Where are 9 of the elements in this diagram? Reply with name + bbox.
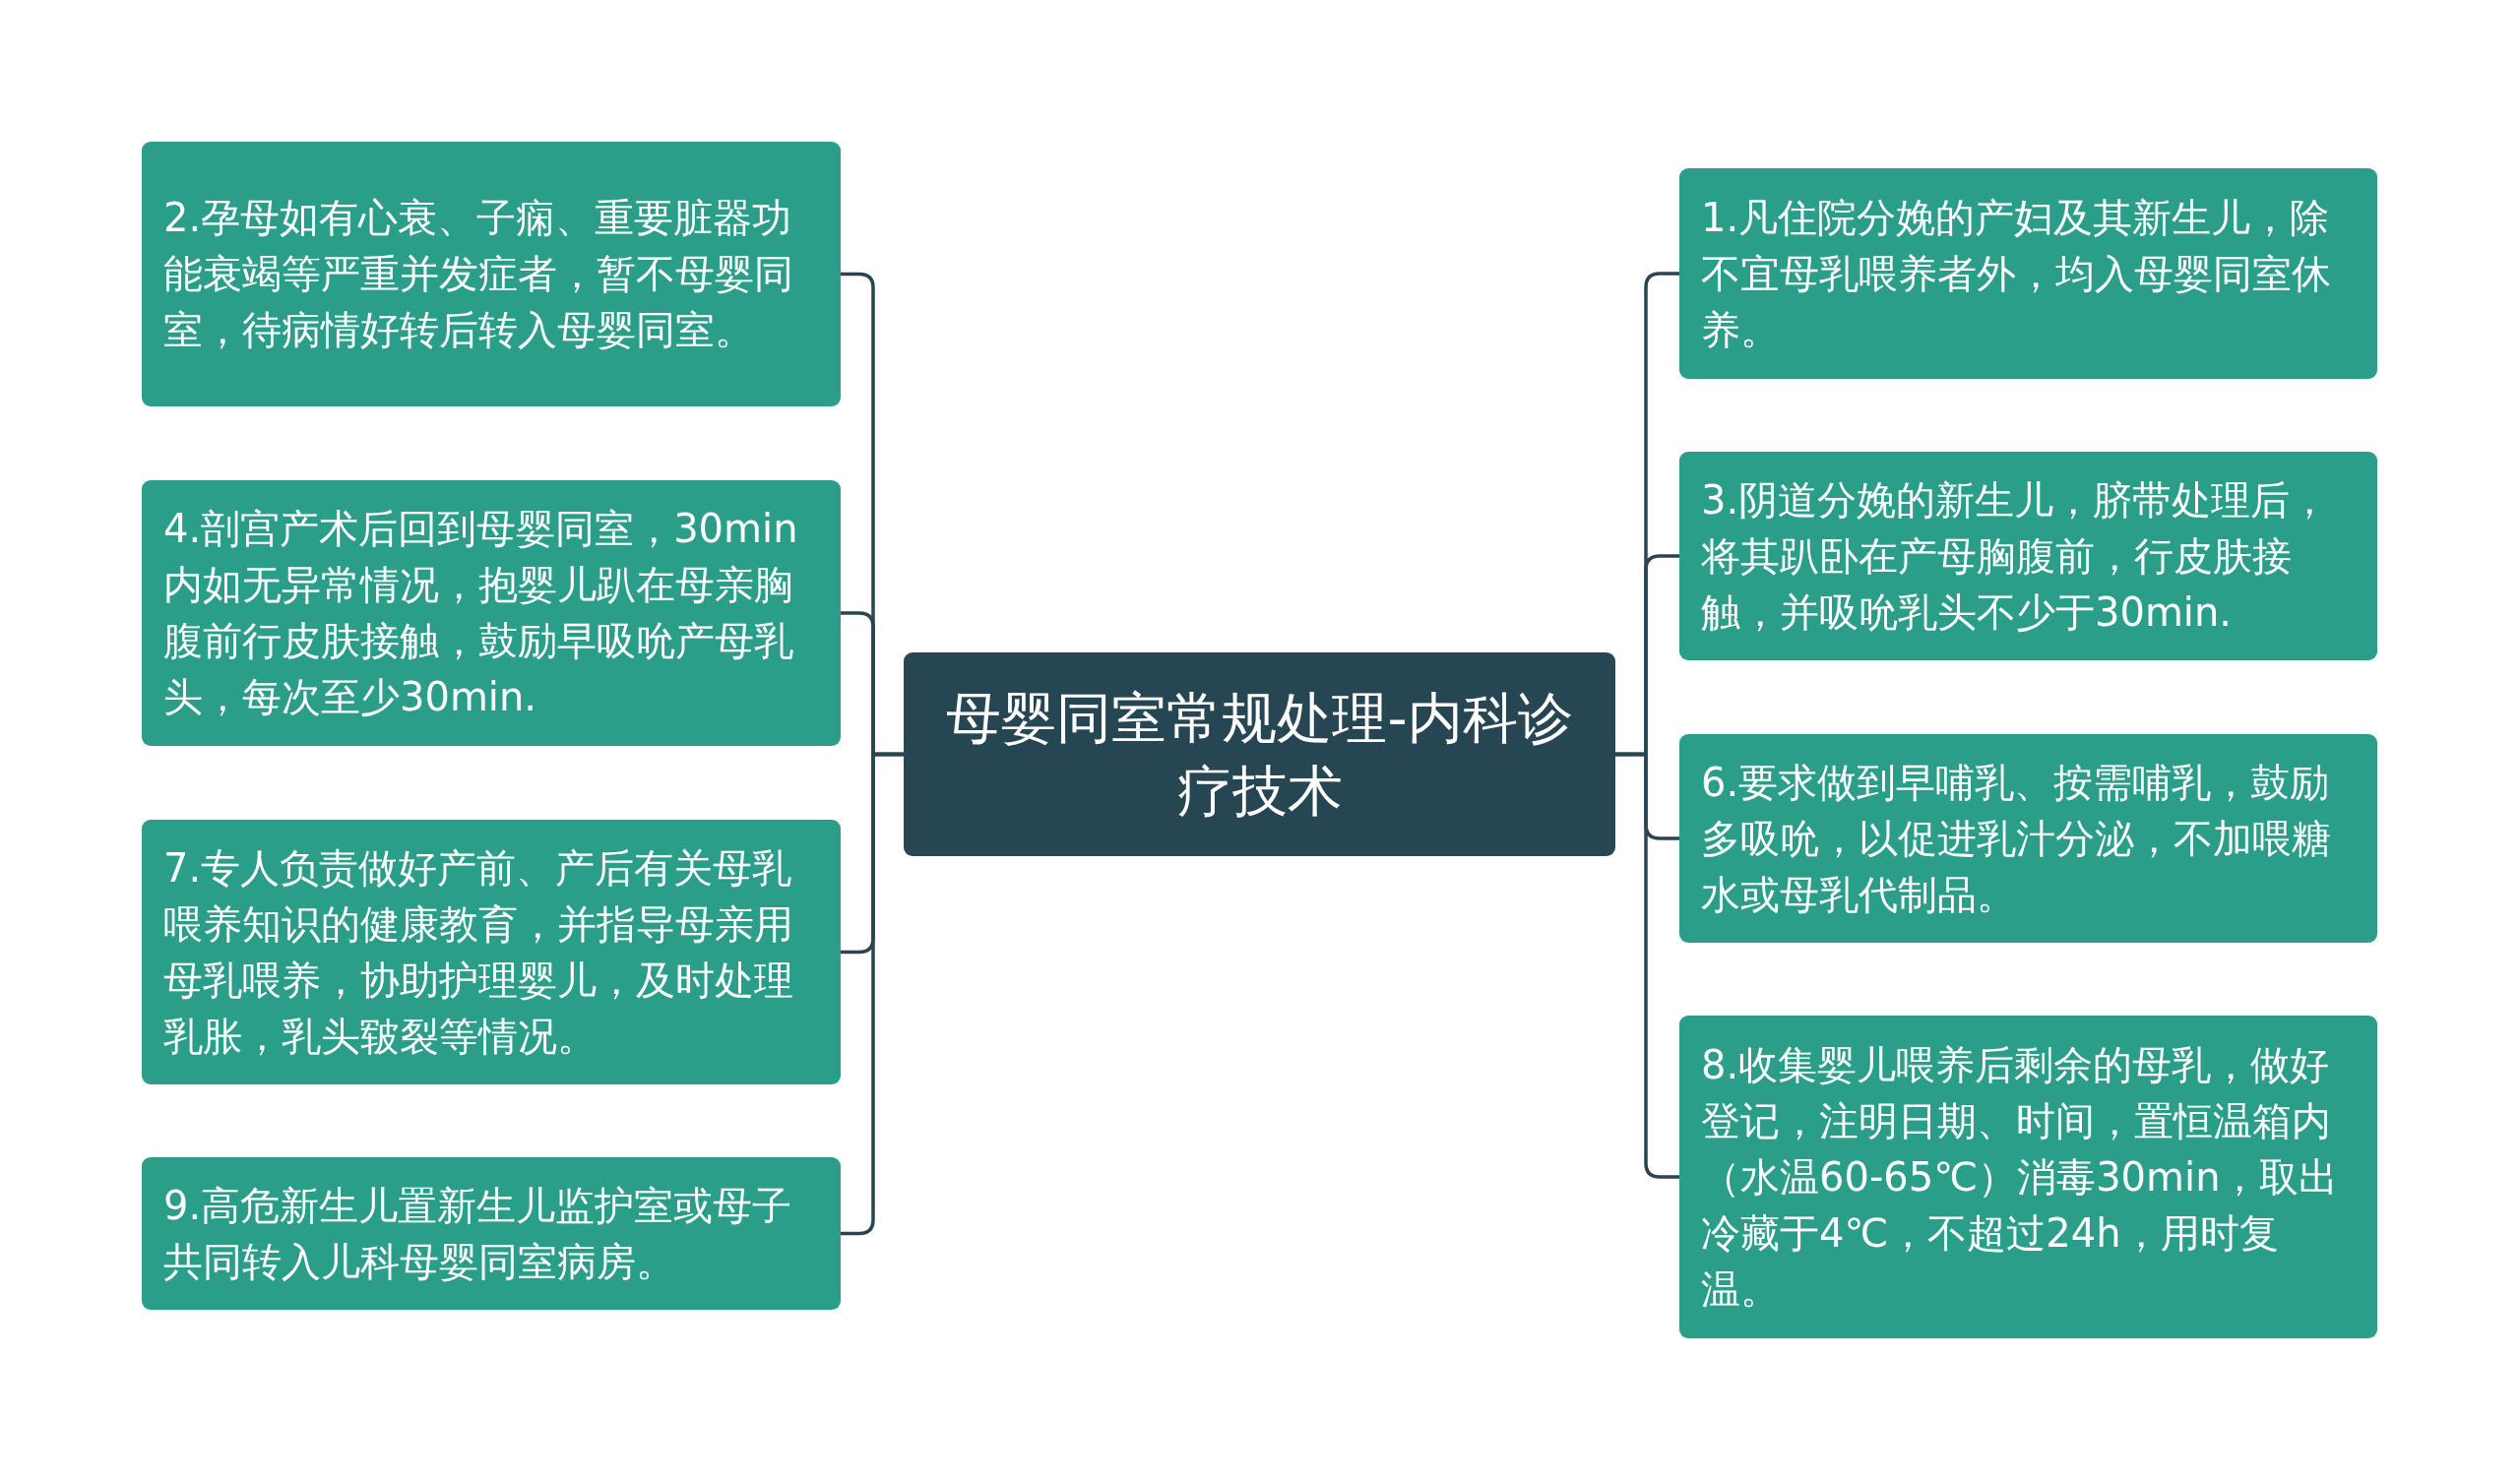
note-box: 3.阴道分娩的新生儿，脐带处理后，将其趴卧在产母胸腹前，行皮肤接触，并吸吮乳头不少于30min. [1679,452,2377,660]
note-box: 8.收集婴儿喂养后剩余的母乳，做好登记，注明日期、时间，置恒温箱内（水温60-65℃）消毒30min，取出冷藏于4℃，不超过24h，用时复温。 [1679,1016,2377,1338]
note-box: 7.专人负责做好产前、产后有关母乳喂养知识的健康教育，并指导母亲用母乳喂养，协助护理婴儿，及时处理乳胀，乳头皲裂等情况。 [142,820,841,1084]
note-box: 4.剖宫产术后回到母婴同室，30min内如无异常情况，抱婴儿趴在母亲胸腹前行皮肤接触，鼓励早吸吮产母乳头，每次至少30min. [142,480,841,746]
note-box: 6.要求做到早哺乳、按需哺乳，鼓励多吸吮，以促进乳汁分泌，不加喂糖水或母乳代制品。 [1679,734,2377,943]
topic-box: 母婴同室常规处理-内科诊疗技术 [904,652,1615,856]
note-box: 9.高危新生儿置新生儿监护室或母子共同转入儿科母婴同室病房。 [142,1157,841,1310]
note-box: 1.凡住院分娩的产妇及其新生儿，除不宜母乳喂养者外，均入母婴同室休养。 [1679,168,2377,379]
note-box: 2.孕母如有心衰、子痫、重要脏器功能衰竭等严重并发症者，暂不母婴同室，待病情好转后转入母婴同室。 [142,142,841,406]
